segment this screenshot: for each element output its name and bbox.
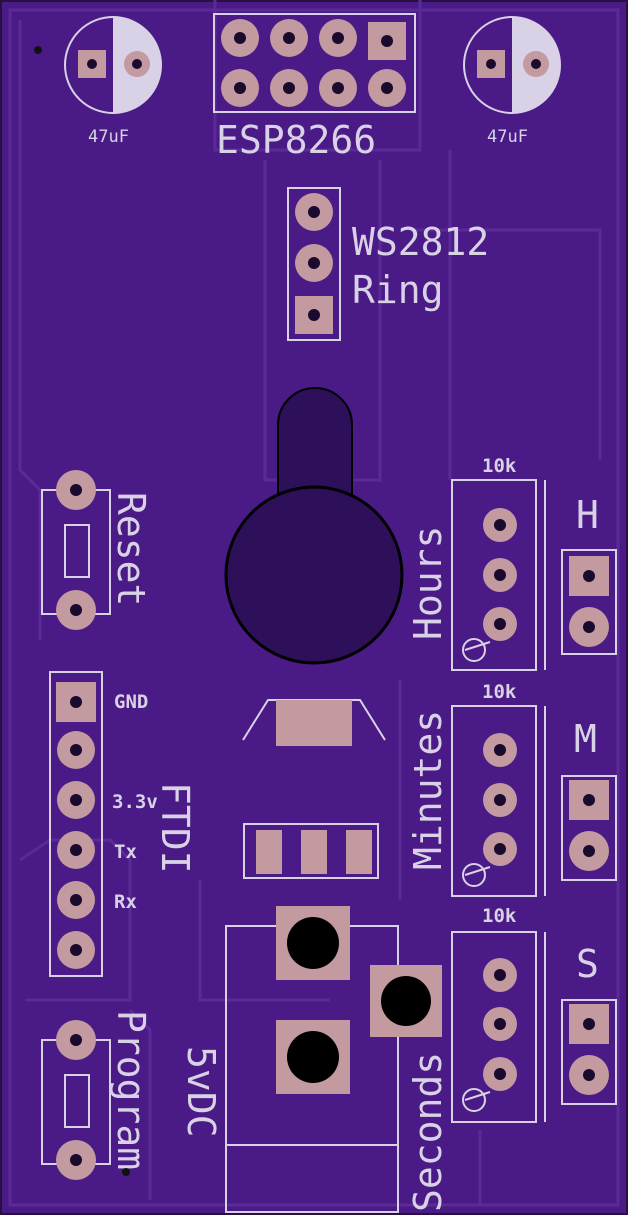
ftdi-header: GND 3.3v Tx Rx FTDI xyxy=(49,671,197,977)
s-label: S xyxy=(576,942,599,986)
ws2812-header: WS2812 Ring xyxy=(287,187,489,341)
rx-label: Rx xyxy=(114,891,137,913)
header-h: H xyxy=(561,493,617,655)
capacitor-right: 47uF xyxy=(463,16,561,147)
header-s: S xyxy=(561,942,617,1105)
cap-left-label: 47uF xyxy=(88,127,129,147)
power-jack: 5vDC xyxy=(179,906,442,1213)
header-m: M xyxy=(561,717,617,881)
ws-label-line2: Ring xyxy=(352,268,444,312)
voltage-regulator xyxy=(242,699,386,879)
pot-minutes-value: 10k xyxy=(482,681,517,703)
pot-hours-value: 10k xyxy=(482,455,517,477)
ws-label-line1: WS2812 xyxy=(352,220,489,264)
copper-traces xyxy=(8,0,620,1207)
program-button: Program xyxy=(41,1010,153,1180)
esp-label: ESP8266 xyxy=(216,118,376,162)
gnd-label: GND xyxy=(114,691,148,713)
pot-seconds: 10k Seconds xyxy=(406,905,546,1212)
power-label: 5vDC xyxy=(179,1046,223,1138)
pot-seconds-value: 10k xyxy=(482,905,517,927)
cap-right-label: 47uF xyxy=(487,127,528,147)
reset-label: Reset xyxy=(109,492,153,606)
via xyxy=(34,46,42,54)
program-label: Program xyxy=(109,1010,153,1170)
h-label: H xyxy=(576,493,599,537)
seconds-label: Seconds xyxy=(406,1052,450,1212)
hours-label: Hours xyxy=(406,526,450,640)
esp8266-header: ESP8266 xyxy=(213,13,416,162)
mounting-cutout xyxy=(224,387,404,665)
tx-label: Tx xyxy=(114,841,137,863)
ftdi-label: FTDI xyxy=(153,782,197,874)
m-label: M xyxy=(574,717,597,761)
pot-minutes: 10k Minutes xyxy=(406,681,546,897)
reset-button: Reset xyxy=(41,470,153,630)
v33-label: 3.3v xyxy=(112,791,158,813)
pot-hours: 10k Hours xyxy=(406,455,546,671)
minutes-label: Minutes xyxy=(406,710,450,870)
capacitor-left: 47uF xyxy=(64,16,162,147)
via xyxy=(122,1168,130,1176)
